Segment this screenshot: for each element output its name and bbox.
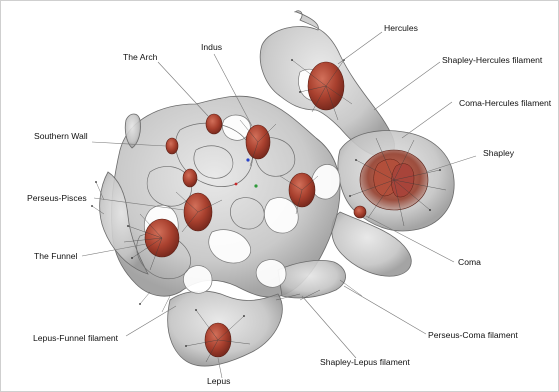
leader-hercules <box>338 32 382 64</box>
void-4 <box>264 198 298 233</box>
void-8 <box>256 260 286 288</box>
label-coma-hercules-filament: Coma-Hercules filament <box>459 98 552 108</box>
label-indus: Indus <box>201 42 222 52</box>
cluster-the-arch <box>206 114 222 134</box>
label-perseus-coma-filament: Perseus-Coma filament <box>428 330 518 340</box>
marker-green <box>254 184 257 187</box>
lower-filament <box>278 260 346 298</box>
leader-coma-hercules <box>402 102 452 138</box>
marker-red <box>235 183 238 186</box>
label-the-funnel: The Funnel <box>34 251 78 261</box>
label-shapley-hercules-filament: Shapley-Hercules filament <box>442 55 543 65</box>
label-hercules: Hercules <box>384 23 418 33</box>
label-shapley: Shapley <box>483 148 515 158</box>
label-shapley-lepus-filament: Shapley-Lepus filament <box>320 357 410 367</box>
label-perseus-pisces: Perseus-Pisces <box>27 193 87 203</box>
cluster-perseus-pisces-small <box>183 169 197 187</box>
label-lepus-funnel-filament: Lepus-Funnel filament <box>33 333 119 343</box>
label-southern-wall: Southern Wall <box>34 131 88 141</box>
leader-shapley-hercules <box>374 62 440 110</box>
marker-blue <box>246 158 249 161</box>
cluster-coma <box>354 206 366 218</box>
label-coma: Coma <box>458 257 481 267</box>
label-the-arch: The Arch <box>123 52 158 62</box>
cluster-southern-wall <box>166 138 178 154</box>
leader-perseus-coma <box>344 286 426 334</box>
label-lepus: Lepus <box>207 376 230 386</box>
leader-shapley-lepus <box>302 296 356 358</box>
